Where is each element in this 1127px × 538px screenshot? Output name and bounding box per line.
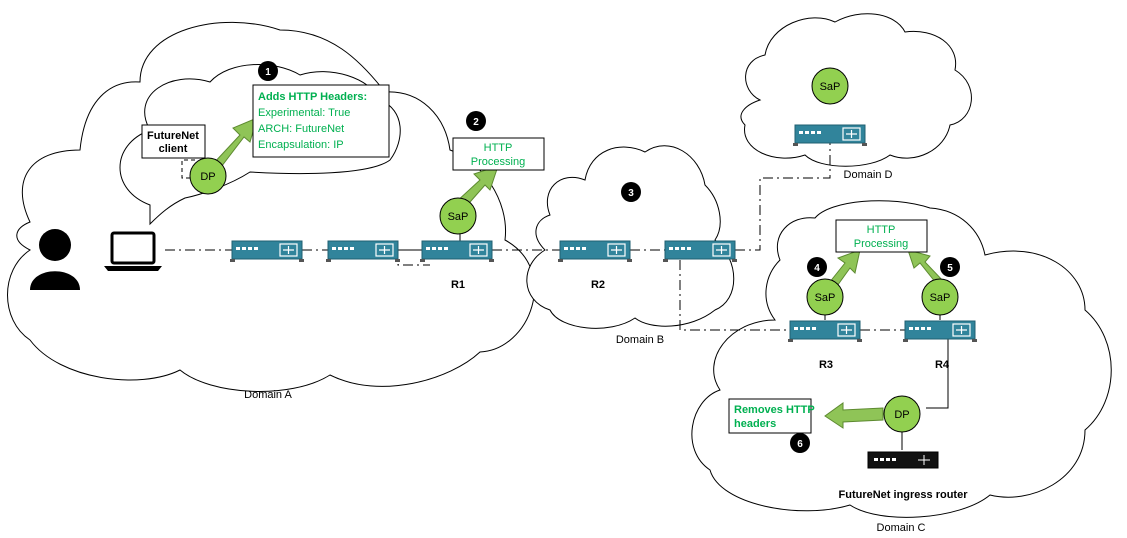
router-ingress <box>867 451 939 469</box>
http-processing-1-line2: Processing <box>471 156 525 168</box>
http-processing-2-line2: Processing <box>854 238 908 250</box>
sap-node-r3 <box>806 278 844 316</box>
step-number-6: 6 <box>797 439 803 450</box>
http-processing-box-2: HTTP Processing <box>835 219 928 253</box>
sap-label-r4: SaP <box>930 292 951 304</box>
step-badge-4 <box>807 257 827 277</box>
http-processing-2-line1: HTTP <box>867 224 896 236</box>
sap-node-r4 <box>921 278 959 316</box>
sap-node-d <box>811 67 849 105</box>
router-a2 <box>325 240 401 263</box>
removes-headers-line1: Removes HTTP <box>734 404 815 416</box>
http-processing-box-1: HTTP Processing <box>452 137 545 171</box>
router-r4 <box>902 320 978 343</box>
client-line2: client <box>159 143 188 155</box>
adds-headers-title: Adds HTTP Headers: <box>258 91 367 103</box>
step-number-3: 3 <box>628 188 634 199</box>
domain-a-cloud <box>7 21 535 392</box>
adds-headers-line-1: Experimental: True <box>258 107 350 119</box>
laptop-icon <box>104 231 162 271</box>
router-a1 <box>229 240 305 263</box>
step-number-4: 4 <box>814 263 820 274</box>
adds-headers-line-2: ARCH: FutureNet <box>258 123 344 135</box>
step-number-2: 2 <box>473 117 479 128</box>
router-r1 <box>419 240 495 263</box>
dp-label-client: DP <box>200 171 215 183</box>
step-badge-1 <box>258 61 278 81</box>
http-processing-1-line1: HTTP <box>484 142 513 154</box>
step-badge-6 <box>790 433 810 453</box>
router-b2 <box>662 240 738 263</box>
step-badge-2 <box>466 111 486 131</box>
futurenet-client-box: FutureNet client <box>141 124 206 159</box>
dp-node-client <box>189 157 227 195</box>
dp-node-ingress <box>883 395 921 433</box>
ingress-router-label: FutureNet ingress router <box>839 489 969 501</box>
router-label-r1: R1 <box>451 279 465 291</box>
arrows <box>211 117 947 429</box>
step-number-1: 1 <box>265 67 271 78</box>
step-number-5: 5 <box>947 263 953 274</box>
router-label-r4: R4 <box>935 359 950 371</box>
dp-label-ingress: DP <box>894 409 909 421</box>
step-badge-3 <box>621 182 641 202</box>
domain-b-cloud <box>526 145 735 329</box>
router-d <box>792 124 868 147</box>
router-label-r3: R3 <box>819 359 833 371</box>
arrow-dp-to-remove <box>824 402 884 429</box>
sap-label-r1: SaP <box>448 211 469 223</box>
router-label-r2: R2 <box>591 279 605 291</box>
sap-label-d: SaP <box>820 81 841 93</box>
client-line1: FutureNet <box>147 130 199 142</box>
step-badge-5 <box>940 257 960 277</box>
domain-c-label: Domain C <box>877 522 926 534</box>
sap-label-r3: SaP <box>815 292 836 304</box>
adds-headers-line-3: Encapsulation: IP <box>258 139 344 151</box>
router-r2 <box>557 240 633 263</box>
adds-headers-box: Adds HTTP Headers: Experimental: True AR… <box>252 84 390 158</box>
router-r3 <box>787 320 863 343</box>
domain-d-label: Domain D <box>844 169 893 181</box>
domain-a-label: Domain A <box>244 389 292 401</box>
sap-node-r1 <box>439 197 477 235</box>
removes-headers-line2: headers <box>734 418 776 430</box>
removes-headers-box: Removes HTTP headers <box>728 398 815 434</box>
user-icon <box>30 229 80 290</box>
domain-b-label: Domain B <box>616 334 664 346</box>
